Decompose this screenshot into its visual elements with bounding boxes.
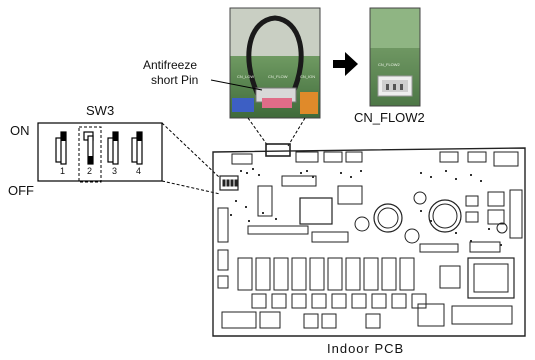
svg-text:CN_FLOW2: CN_FLOW2	[378, 62, 401, 67]
svg-text:CN_FLOW: CN_FLOW	[268, 74, 288, 79]
dip-position-1: 1	[60, 166, 65, 176]
dip-position-3: 3	[112, 166, 117, 176]
on-label: ON	[10, 123, 30, 138]
off-label: OFF	[8, 183, 34, 198]
sw3-switch-block	[38, 123, 162, 182]
antifreeze-label-line1: Antifreeze	[143, 58, 197, 72]
cn-flow2-label: CN_FLOW2	[354, 110, 425, 125]
cn-flow2-photo: CN_FLOW2	[370, 8, 420, 106]
sw3-title: SW3	[86, 103, 114, 118]
antifreeze-photo: CN_LOW CN_FLOW CN_ION	[230, 8, 320, 118]
right-arrow-icon	[333, 52, 358, 76]
dip-position-4: 4	[136, 166, 141, 176]
svg-text:CN_LOW: CN_LOW	[237, 74, 254, 79]
indoor-pcb	[213, 144, 525, 336]
indoor-pcb-caption: Indoor PCB	[327, 341, 404, 356]
antifreeze-label-line2: short Pin	[151, 73, 198, 87]
dip-position-2: 2	[87, 166, 92, 176]
svg-text:CN_ION: CN_ION	[300, 74, 315, 79]
